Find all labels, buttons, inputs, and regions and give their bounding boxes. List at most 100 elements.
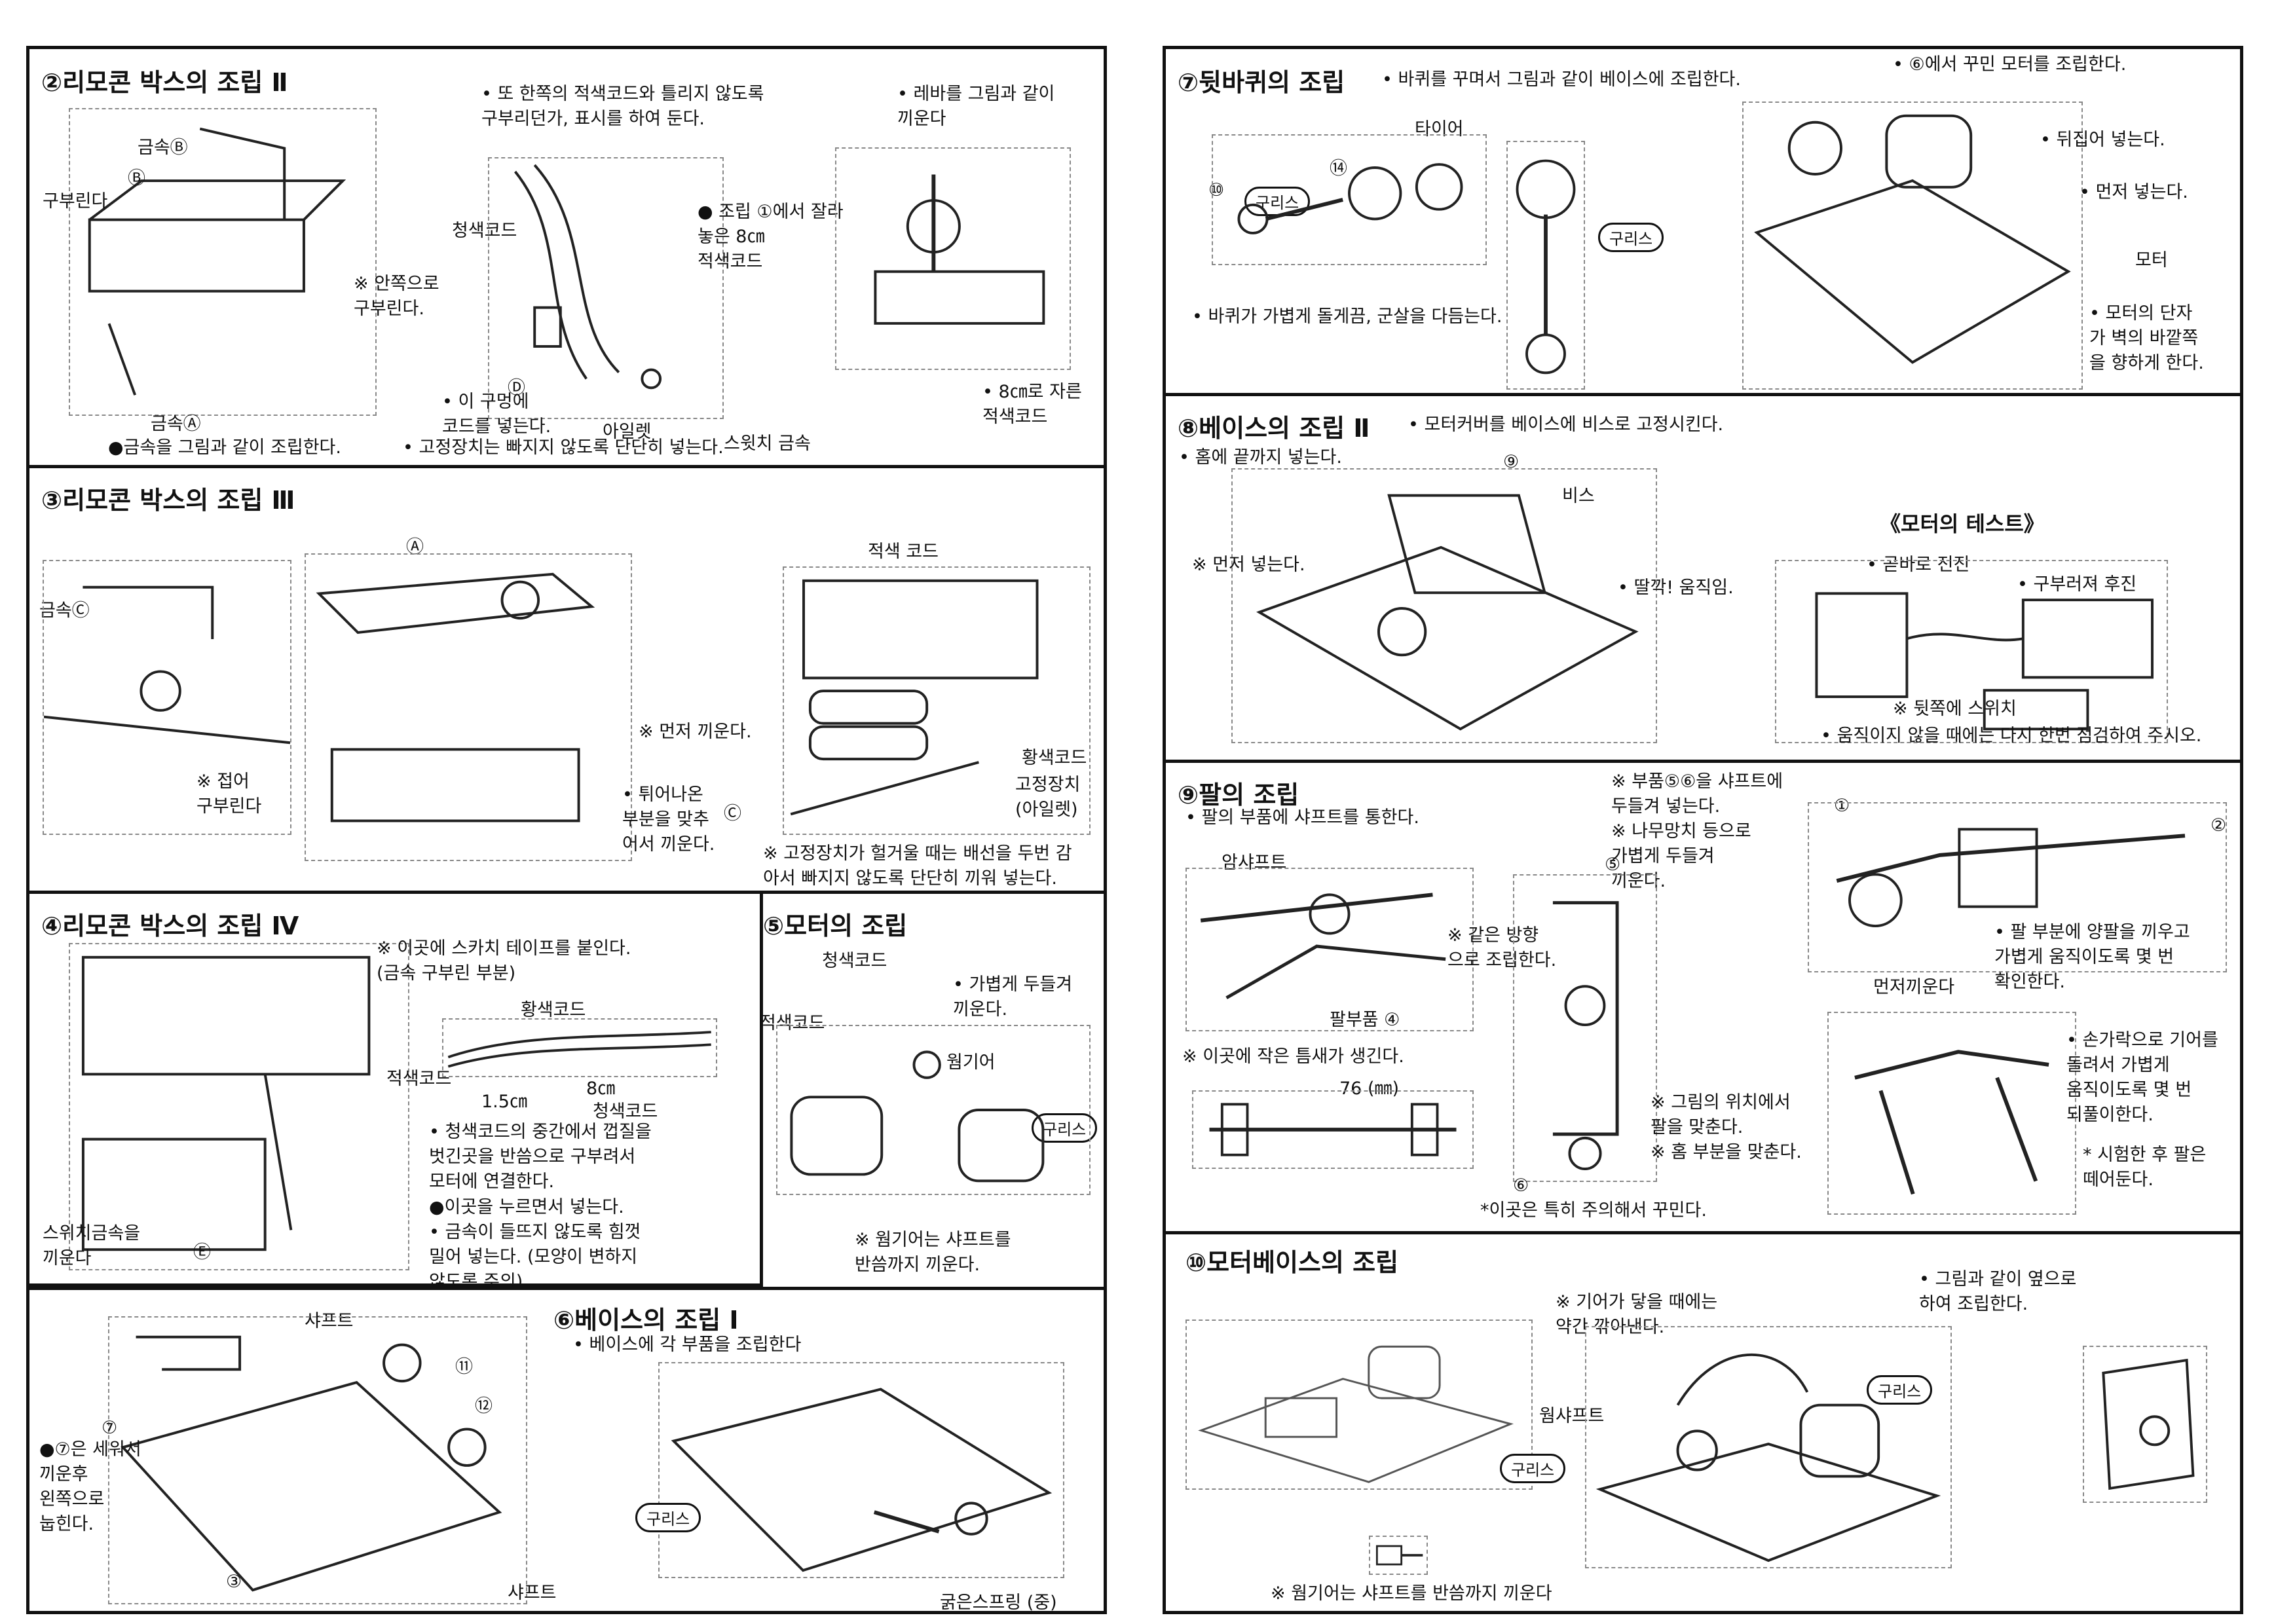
illustration-cord-routing [488,157,724,419]
note-pass-shaft: • 팔의 부품에 샤프트를 통한다. [1185,807,1419,828]
label-insert-switch-metal: 스위치금속을 끼운다 [43,1223,141,1268]
illustration-battery-case [69,943,409,1270]
label-part-9: ⑨ [1503,452,1520,472]
note-8cm-red-cord: • 8㎝로 자른 적색코드 [982,382,1082,427]
note-fix-eyelet: • 고정장치는 빠지지 않도록 단단히 넣는다. [403,437,724,458]
label-d: Ⓓ [508,378,525,398]
illustration-worm-gear-small [1369,1536,1428,1575]
illustration-rear-wheel-base [1742,101,2083,390]
illustration-remote-box-metal-parts [69,108,377,416]
label-shaft-bottom: 샤프트 [508,1583,557,1603]
label-eyelet: 아일렛 [603,422,652,442]
illustration-motor-base-preview [1185,1320,1533,1490]
label-forward: • 곧바로 전진 [1867,555,1970,575]
label-part-14: ⑭ [1330,158,1347,179]
note-worm-gear-halfway: ※ 웜기어는 샤프트를 반씀까지 끼운다. [855,1230,1011,1275]
illustration-metal-c-bend [43,560,291,835]
label-insert-first: ※ 먼저 끼운다. [639,722,752,742]
section-base-assembly-1: ⑥베이스의 조립 Ⅰ • 베이스에 각 부품을 조립한다 샤프트 ⑪ ⑫ ⑦ ●… [29,1287,1104,1617]
note-fix-motor-cover: • 모터커버를 베이스에 비스로 고정시킨다. [1408,415,1724,435]
label-c: Ⓒ [724,803,741,824]
label-arm-shaft: 암샤프트 [1222,853,1287,873]
section-arm-assembly: ⑨팔의 조립 • 팔의 부품에 샤프트를 통한다. 암샤프트 ※ 같은 방향 으… [1166,763,2240,1234]
label-8cm: 8㎝ [586,1079,616,1099]
section-title: ③리모콘 박스의 조립 Ⅲ [41,486,295,515]
label-switch-metal: 스윗치 금속 [724,434,811,454]
note-assemble-metal: ●금속을 그림과 같이 조립한다. [108,437,341,458]
section-motor-assembly: ⑤모터의 조립 청색코드 적색코드 • 가볍게 두들겨 끼운다. 웜기어 구리스… [760,894,1104,1287]
illustration-lever-insertion [835,147,1071,370]
note-recheck: • 움직이지 않을 때에는 다시 한번 점검하여 주시오. [1821,726,2202,746]
section-rear-wheel-assembly: ⑦뒷바퀴의 조립 • 바퀴를 꾸며서 그림과 같이 베이스에 조립한다. • ⑥… [1166,49,2240,396]
section-title: ⑦뒷바퀴의 조립 [1178,68,1345,97]
illustration-arm-attach [1808,802,2227,972]
label-red-cord: 적색코드 [760,1013,825,1033]
note-strip-blue-cord: • 청색코드의 중간에서 껍질을 벗긴곳을 반씀으로 구부려서 모터에 연결한다… [429,1122,652,1192]
label-bend-inward: ※ 안쪽으로 구부린다. [354,274,439,319]
note-small-gap: ※ 이곳에 작은 틈새가 생긴다. [1182,1046,1404,1067]
note-turn-gear: • 손가락으로 기어를 돌려서 가볍게 움직이도록 몇 번 되풀이한다. [2066,1030,2218,1125]
note-tap-parts: ※ 부품⑤⑥을 샤프트에 두들겨 넣는다. ※ 나무망치 등으로 가볍게 두들겨… [1611,771,1783,891]
label-grease: 구리스 [635,1503,701,1532]
label-turn-back: • 구부러져 후진 [2017,574,2137,595]
label-click-moves: • 딸깍! 움직임. [1618,578,1734,598]
label-part-1: ① [1834,796,1850,816]
note-insert-cord-hole: • 이 구멍에 코드를 넣는다. [442,392,551,437]
label-grease-2: 구리스 [1867,1375,1933,1405]
note-worm-gear-halfway: ※ 웜기어는 샤프트를 반씀까지 끼운다 [1271,1583,1552,1604]
section-title: ⑥베이스의 조립 Ⅰ [553,1306,739,1335]
note-assemble-motor: • ⑥에서 꾸민 모터를 조립한다. [1893,54,2127,75]
note-same-direction: ※ 같은 방향 으로 조립한다. [1447,925,1557,970]
section-remote-box-assembly-4: ④리모콘 박스의 조립 Ⅳ ※ 이곳에 스카치 테이프를 붙인다. (금속 구부… [29,894,763,1292]
section-title: ⑤모터의 조립 [763,912,908,940]
note-press-insert: ●이곳을 누르면서 넣는다. • 금속이 들뜨지 않도록 힘껏 밀어 넣는다. … [429,1197,641,1292]
illustration-cord-measure [442,1018,717,1077]
label-part-3: ③ [226,1572,242,1592]
label-1-5cm: 1.5㎝ [481,1092,527,1112]
illustration-arm-gear-turn [1827,1012,2076,1215]
label-yellow-cord: 황색코드 [1022,748,1087,768]
illustration-motor [776,1025,1091,1195]
label-fixing-eyelet: 고정장치 (아일렛) [1015,775,1081,820]
section-motor-base-assembly: ⑩모터베이스의 조립 ※ 기어가 닿을 때에는 약간 깎아낸다. • 그림과 같… [1166,1234,2240,1611]
note-part-7-stand: ●⑦은 세워서 끼운후 왼쪽으로 눕힌다. [39,1439,141,1534]
right-page: ⑦뒷바퀴의 조립 • 바퀴를 꾸며서 그림과 같이 베이스에 조립한다. • ⑥… [1163,46,2243,1614]
label-blue-cord: 청색코드 [593,1101,658,1122]
label-part-10: ⑩ [1208,180,1225,200]
note-fit-arms: • 팔 부분에 양팔을 끼우고 가볍게 움직이도록 몇 번 확인한다. [1994,922,2190,992]
note-cut-red-cord: ● 조립 ①에서 잘라 놓은 8㎝ 적색코드 [698,202,844,272]
note-flip-insert: • 뒤집어 넣는다. [2040,130,2165,150]
section-title: ④리모콘 박스의 조립 Ⅳ [41,912,299,940]
label-blue-cord: 청색코드 [822,951,887,971]
label-screw: 비스 [1562,486,1595,506]
label-part-5: ⑤ [1605,855,1621,875]
label-76mm: 76 (㎜) [1339,1079,1400,1099]
illustration-arm-joint [1513,874,1657,1182]
note-motor-terminal: • 모터의 단자 가 벽의 바깥쪽 을 향하게 한다. [2089,303,2204,373]
label-part-12: ⑫ [475,1396,493,1416]
label-part-6: ⑥ [1513,1175,1529,1196]
label-yellow-cord: 황색코드 [521,1000,586,1020]
note-insert-first: • 먼저 넣는다. [2080,182,2188,202]
illustration-shaft-gap [1192,1090,1474,1169]
note-remove-arms: * 시험한 후 팔은 떼어둔다. [2083,1145,2207,1190]
section-base-assembly-2: ⑧베이스의 조립 Ⅱ • 모터커버를 베이스에 비스로 고정시킨다. • 홈에 … [1166,396,2240,763]
section-title: ⑨팔의 조립 [1178,781,1299,809]
illustration-motor-cover [1231,468,1657,743]
label-arm-part-4: 팔부품 ④ [1330,1010,1400,1030]
note-tap-lightly: • 가볍게 두들겨 끼운다. [953,974,1073,1020]
label-grease-1: 구리스 [1244,187,1311,216]
label-red-cord: 적색 코드 [868,542,939,562]
illustration-gear-shaft [1506,141,1585,390]
label-bend: 구부린다 [43,191,108,212]
label-grease-2: 구리스 [1598,223,1664,252]
label-motor: 모터 [2135,250,2168,270]
motor-test-title: 《모터의 테스트》 [1880,511,2045,536]
section-remote-box-assembly-3: ③리모콘 박스의 조립 Ⅲ 금속Ⓒ ※ 접어 구부린다 Ⓐ ※ 먼저 끼운다. … [29,468,1104,894]
label-worm-shaft: 웜샤프트 [1539,1406,1605,1426]
left-page: ②리모콘 박스의 조립 Ⅱ 금속Ⓑ Ⓑ 구부린다 ※ 안쪽으로 구부린다. 금속… [26,46,1107,1614]
note-align-protrusion: • 튀어나온 부분을 맞추 어서 끼운다. [622,784,715,855]
note-assemble-base-parts: • 베이스에 각 부품을 조립한다 [573,1335,802,1355]
section-title: ⑧베이스의 조립 Ⅱ [1178,414,1370,443]
label-tire: 타이어 [1415,119,1464,139]
